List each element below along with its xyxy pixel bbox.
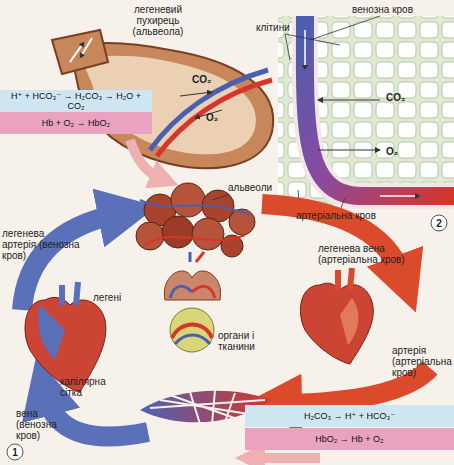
capillary	[192, 286, 215, 298]
alveolus-ball	[136, 222, 164, 250]
air-arrow	[70, 42, 84, 62]
air-arrow	[80, 38, 92, 58]
lung-unit	[164, 252, 220, 300]
part-label: легеневий пухирець (альвеола)	[112, 4, 204, 37]
bronchiole	[52, 30, 108, 74]
vessel	[196, 252, 204, 262]
reaction-band: H⁺ + HCO₃⁻ → H₂CO₃ → H₂O + CO₂	[0, 90, 152, 112]
gas-label: O₂	[206, 112, 236, 123]
flow-arrow	[380, 195, 420, 197]
capillary	[170, 286, 192, 298]
formula-text: H₂CO₃ → H⁺ + HCO₃⁻	[304, 411, 395, 421]
callout-circle	[431, 215, 447, 231]
formula-text: HbO₂ → Hb + O₂	[315, 434, 383, 444]
reaction-arrow	[255, 453, 320, 463]
part-label: легені	[93, 292, 138, 303]
alveolus-ball	[162, 216, 194, 248]
leader-line	[285, 34, 290, 60]
part-label: органи і тканини	[218, 330, 268, 352]
heart-vessel	[62, 282, 78, 305]
heart-arterial-part	[340, 298, 358, 345]
heart-right	[300, 268, 373, 364]
callout-circle	[7, 444, 23, 460]
heart-shape	[300, 283, 373, 364]
leader-line	[310, 16, 380, 40]
lung-shape	[164, 271, 220, 300]
heart-venous-part	[38, 305, 65, 360]
venous-arrow	[46, 396, 148, 437]
vessel	[189, 252, 192, 262]
alveolus-ball	[192, 218, 224, 250]
part-label: венозна кров	[352, 4, 442, 15]
leader-line	[212, 195, 228, 200]
callout-number: 1	[8, 447, 22, 458]
part-label: клітини	[256, 22, 306, 33]
cell-grid	[278, 16, 454, 208]
gas-arrow	[180, 92, 212, 96]
organ-tissue	[170, 308, 214, 352]
alveoli-cluster	[136, 183, 255, 257]
reaction-arrow	[130, 140, 160, 178]
capillary	[145, 235, 245, 245]
blood-vessel	[305, 16, 454, 196]
gas-arrow	[318, 99, 380, 100]
alveolus-ball	[171, 183, 205, 217]
gas-label: O₂	[386, 146, 416, 157]
part-label: легенева артерія (венозна кров)	[2, 228, 80, 261]
vessel-wall	[305, 16, 454, 196]
capillary-arterial	[157, 80, 272, 156]
reaction-band: HbO₂ → Hb + O₂	[245, 428, 454, 450]
capillary	[140, 200, 250, 215]
part-label: артеріальна кров	[296, 210, 396, 221]
formula-text: Hb + O₂ → HbO₂	[42, 118, 110, 128]
heart-vessel	[338, 268, 352, 290]
flow-arrow	[304, 30, 306, 70]
formula-text: H⁺ + HCO₃⁻ → H₂CO₃ → H₂O + CO₂	[2, 91, 150, 111]
gas-label: CO₂	[192, 74, 222, 85]
part-label: легенева вена (артеріальна кров)	[318, 243, 414, 265]
organ-circle	[170, 308, 214, 352]
reaction-band: H₂CO₃ → H⁺ + HCO₃⁻	[245, 405, 454, 427]
tissue-panel	[278, 16, 454, 208]
part-label: вена (венозна кров)	[16, 408, 78, 441]
reaction-band: Hb + O₂ → HbO₂	[0, 112, 152, 134]
part-label: капілярна сітка	[60, 376, 118, 398]
callout-number: 2	[432, 218, 446, 229]
capillary	[175, 335, 210, 344]
gas-arrow	[318, 149, 380, 150]
part-label: альвеоли	[228, 182, 288, 193]
gas-label: CO₂	[386, 92, 416, 103]
part-label: артерія (артеріальна кров)	[392, 345, 454, 378]
